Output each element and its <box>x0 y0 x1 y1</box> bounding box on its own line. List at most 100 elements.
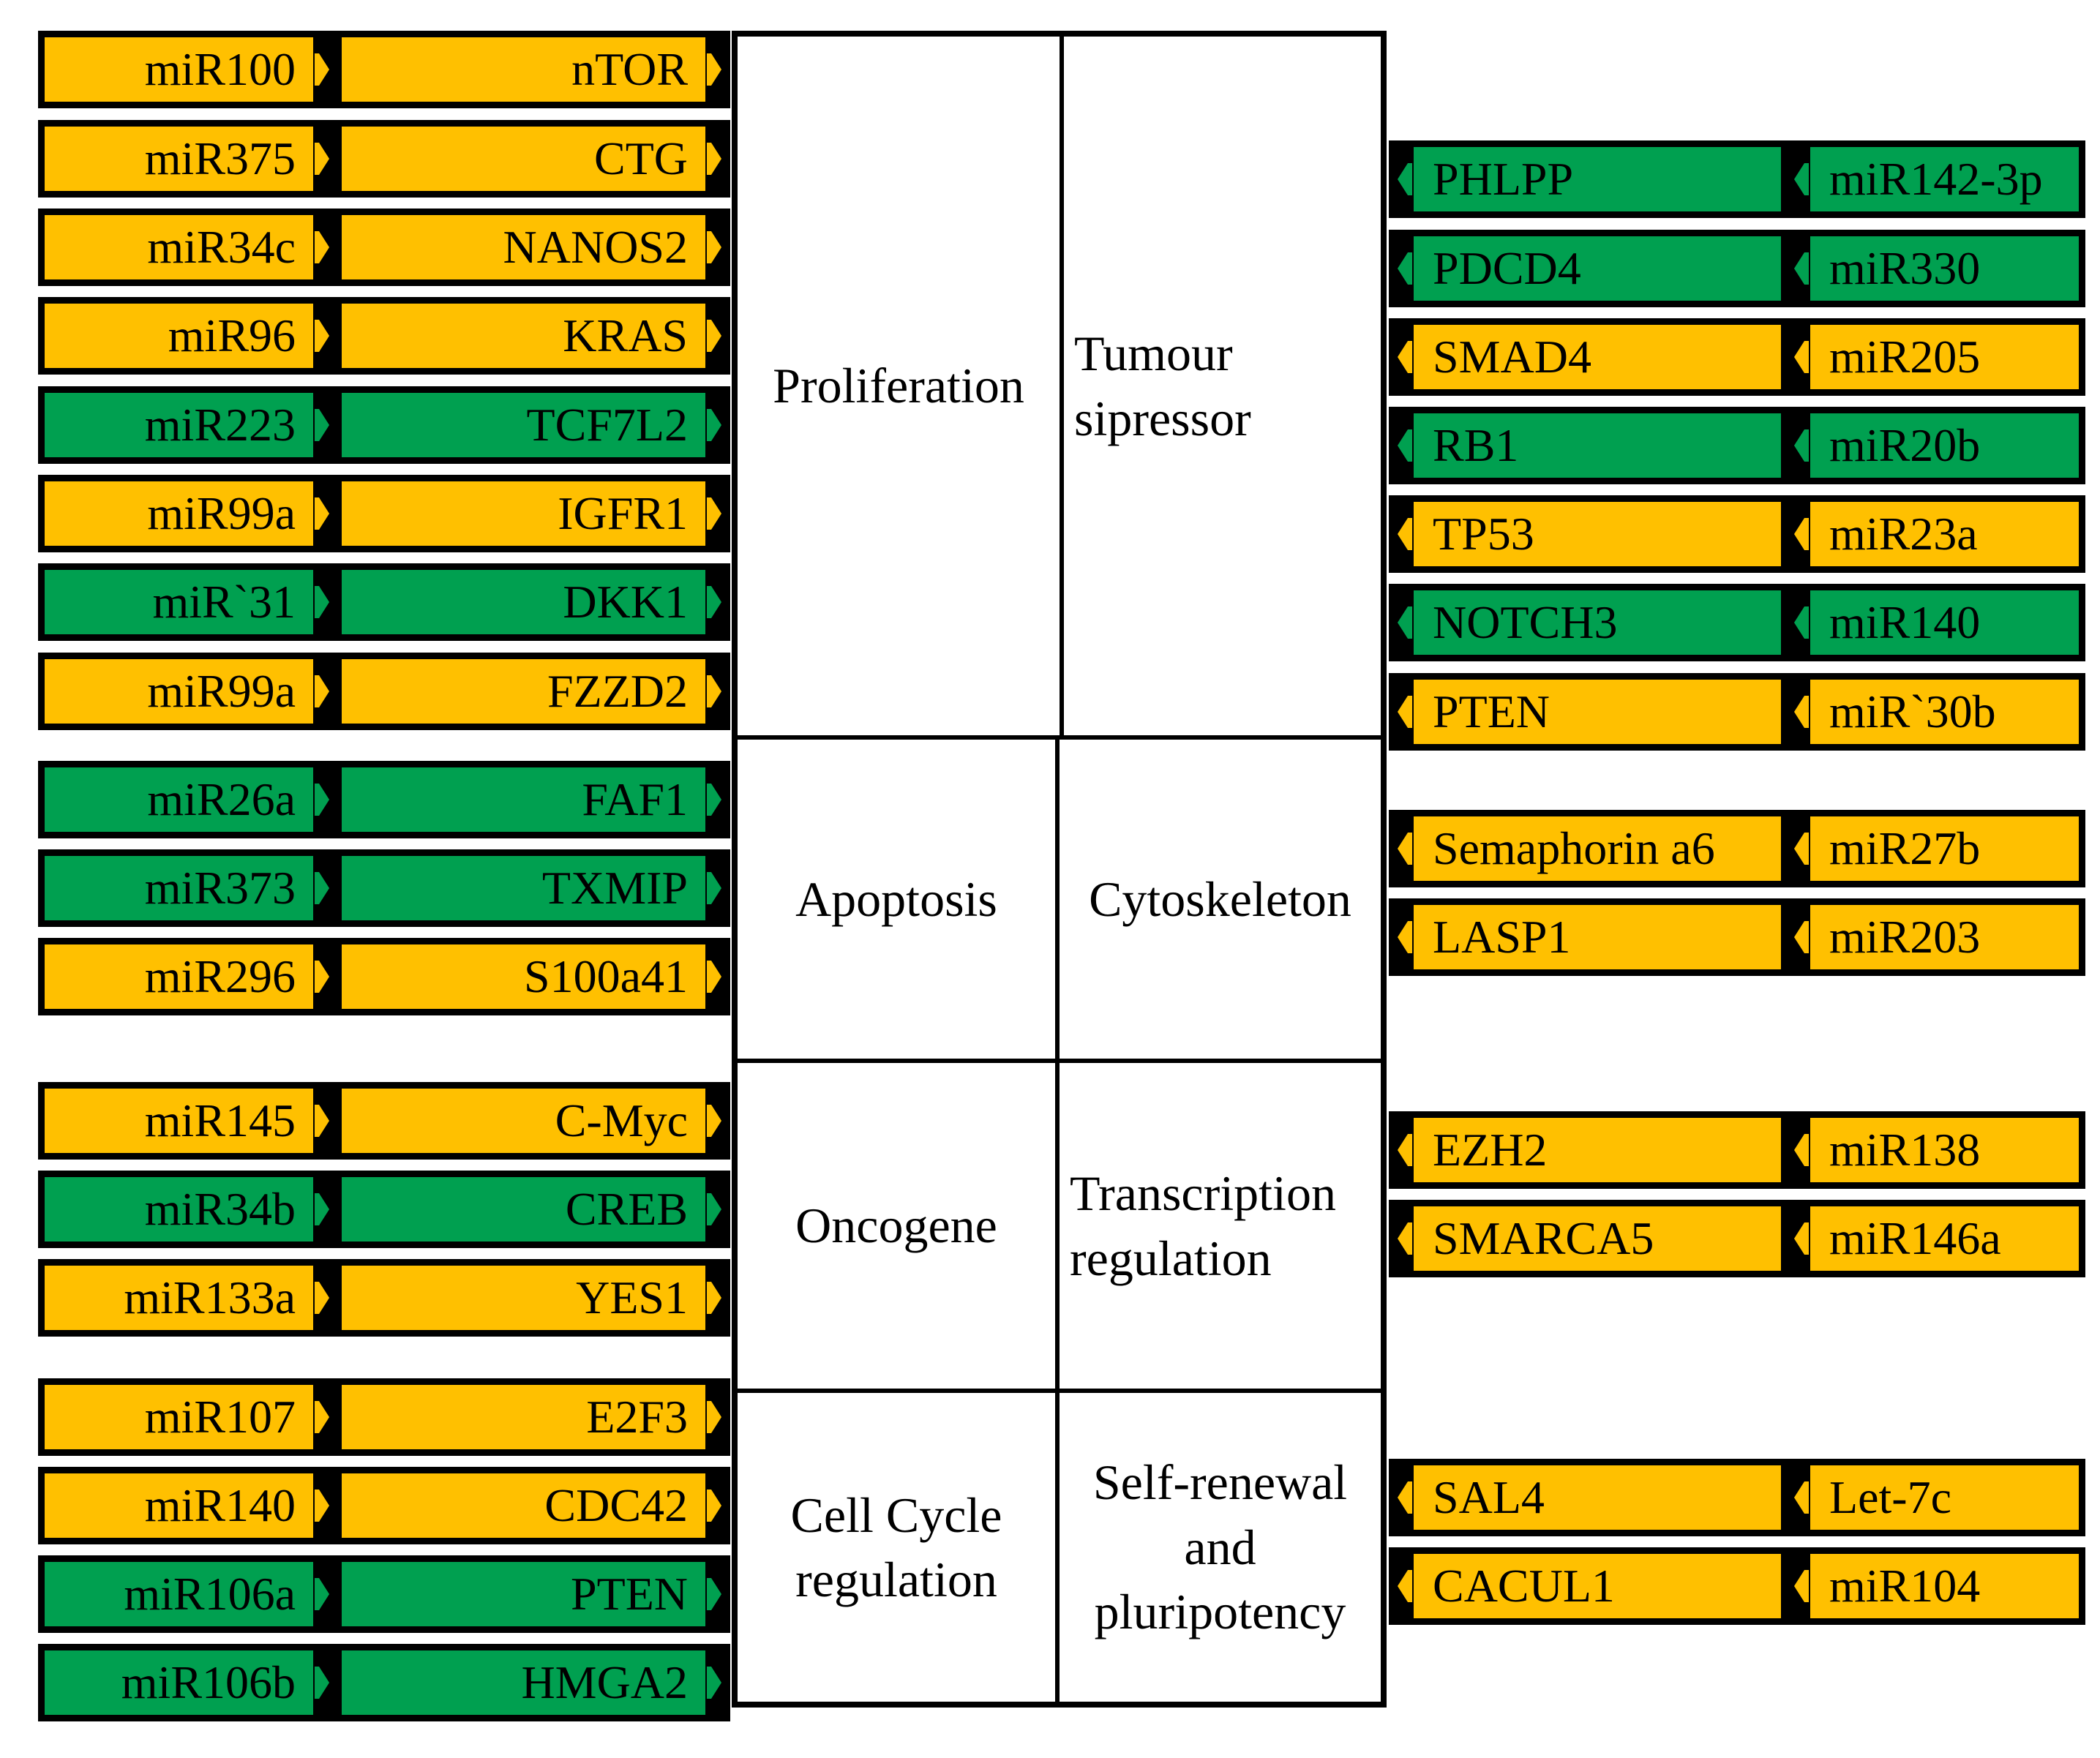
gene-tag-left-label: YES1 <box>576 1271 688 1323</box>
gene-tag-left-label: IGFR1 <box>558 487 688 539</box>
category-apoptosis: Apoptosis <box>795 871 997 927</box>
gene-tag-left: HMGA2 <box>335 1644 730 1721</box>
gene-tag-left-label: E2F3 <box>586 1391 688 1443</box>
gene-tag-right: EZH2 <box>1389 1111 1788 1189</box>
gene-tag-right: PDCD4 <box>1389 230 1788 307</box>
mirna-tag-left: miR106b <box>38 1644 338 1721</box>
mirna-tag-left-label: miR145 <box>144 1094 296 1146</box>
mirna-tag-right-label: miR`30b <box>1829 685 1996 737</box>
category-transcription-regulation: Transcription regulation <box>1070 1165 1336 1286</box>
mirna-tag-right-label: miR205 <box>1829 331 1981 383</box>
gene-tag-right: LASP1 <box>1389 898 1788 976</box>
mirna-tag-left-label: miR140 <box>144 1479 296 1531</box>
gene-tag-right: CACUL1 <box>1389 1547 1788 1625</box>
gene-tag-right-label: PTEN <box>1433 685 1550 737</box>
mirna-tag-right-label: miR23a <box>1829 508 1978 560</box>
gene-tag-left-label: FZZD2 <box>547 665 688 717</box>
mirna-tag-left: miR99a <box>38 475 338 552</box>
gene-tag-left: TCF7L2 <box>335 386 730 464</box>
mirna-tag-left: miR223 <box>38 386 338 464</box>
gene-tag-left-label: DKK1 <box>563 576 688 628</box>
mirna-tag-right-label: miR330 <box>1829 242 1981 294</box>
gene-tag-left: E2F3 <box>335 1378 730 1456</box>
grid-divider-2 <box>738 1059 1381 1063</box>
category-tumour-suppressor: Tumour sipressor <box>1074 326 1251 446</box>
gene-tag-left: NANOS2 <box>335 209 730 286</box>
gene-tag-left: CTG <box>335 120 730 198</box>
gene-tag-left-label: CREB <box>565 1183 688 1235</box>
mirna-tag-right-label: miR104 <box>1829 1560 1981 1612</box>
mirna-tag-right-label: miR138 <box>1829 1124 1981 1176</box>
mirna-tag-left: miR100 <box>38 31 338 108</box>
mirna-tag-left-label: miR34b <box>144 1183 296 1235</box>
mirna-tag-left: miR145 <box>38 1082 338 1160</box>
gene-tag-left-label: PTEN <box>571 1568 688 1620</box>
gene-tag-right: SMAD4 <box>1389 318 1788 396</box>
gene-tag-right-label: RB1 <box>1433 419 1519 471</box>
gene-tag-right: PHLPP <box>1389 140 1788 218</box>
gene-tag-right-label: LASP1 <box>1433 911 1571 963</box>
gene-tag-left: DKK1 <box>335 563 730 641</box>
gene-tag-right: Semaphorin a6 <box>1389 810 1788 887</box>
mirna-tag-left: miR140 <box>38 1467 338 1544</box>
mirna-tag-right: miR146a <box>1785 1200 2085 1277</box>
mirna-tag-left-label: miR223 <box>144 399 296 451</box>
gene-tag-right: PTEN <box>1389 673 1788 751</box>
mirna-tag-left: miR26a <box>38 761 338 838</box>
category-oncogene: Oncogene <box>795 1198 997 1254</box>
mirna-tag-right: miR138 <box>1785 1111 2085 1189</box>
mirna-tag-right: miR20b <box>1785 407 2085 484</box>
gene-tag-right-label: CACUL1 <box>1433 1560 1615 1612</box>
mirna-tag-left: miR375 <box>38 120 338 198</box>
category-proliferation: Proliferation <box>773 358 1024 414</box>
mirna-tag-left-label: miR133a <box>124 1271 296 1323</box>
gene-tag-left: PTEN <box>335 1555 730 1633</box>
category-cell-cycle-regulation: Cell Cycle regulation <box>790 1487 1002 1607</box>
mirna-tag-right: miR142-3p <box>1785 140 2085 218</box>
gene-tag-left: IGFR1 <box>335 475 730 552</box>
category-self-renewal-pluripotency: Self-renewal and pluripotency <box>1092 1454 1348 1640</box>
mirna-tag-left: miR373 <box>38 849 338 927</box>
mirna-tag-left-label: miR375 <box>144 132 296 184</box>
gene-tag-right: NOTCH3 <box>1389 584 1788 661</box>
grid-divider-vertical-top <box>1060 37 1064 739</box>
gene-tag-right-label: PHLPP <box>1433 153 1574 205</box>
gene-tag-right-label: Semaphorin a6 <box>1433 822 1715 874</box>
mirna-tag-left-label: miR26a <box>147 773 296 825</box>
mirna-tag-left-label: miR296 <box>144 950 296 1002</box>
gene-tag-right: SMARCA5 <box>1389 1200 1788 1277</box>
mirna-tag-right: miR`30b <box>1785 673 2085 751</box>
gene-tag-left-label: KRAS <box>563 309 688 361</box>
mirna-tag-left-label: miR96 <box>168 309 296 361</box>
mirna-tag-left: miR107 <box>38 1378 338 1456</box>
gene-tag-right-label: PDCD4 <box>1433 242 1581 294</box>
gene-tag-left-label: S100a41 <box>524 950 688 1002</box>
mirna-tag-left-label: miR373 <box>144 862 296 914</box>
category-cytoskeleton: Cytoskeleton <box>1089 871 1351 927</box>
mirna-tag-right-label: miR203 <box>1829 911 1981 963</box>
gene-tag-left: S100a41 <box>335 938 730 1015</box>
gene-tag-left-label: CDC42 <box>544 1479 688 1531</box>
mirna-tag-left: miR133a <box>38 1259 338 1337</box>
mirna-tag-right-label: miR146a <box>1829 1212 2001 1264</box>
mirna-tag-right: Let-7c <box>1785 1459 2085 1536</box>
mirna-tag-right: miR27b <box>1785 810 2085 887</box>
grid-divider-3 <box>738 1389 1381 1393</box>
gene-tag-left-label: HMGA2 <box>521 1656 688 1708</box>
mirna-tag-left: miR96 <box>38 297 338 375</box>
mirna-tag-right: miR23a <box>1785 495 2085 573</box>
gene-tag-right: SAL4 <box>1389 1459 1788 1536</box>
mirna-tag-right-label: Let-7c <box>1829 1471 1951 1523</box>
mirna-tag-left-label: miR106a <box>124 1568 296 1620</box>
mirna-tag-left-label: miR99a <box>147 665 296 717</box>
mirna-tag-left-label: miR`31 <box>152 576 296 628</box>
gene-tag-left-label: TXMIP <box>541 862 688 914</box>
gene-tag-left: C-Myc <box>335 1082 730 1160</box>
gene-tag-right-label: TP53 <box>1433 508 1534 560</box>
gene-tag-left: FAF1 <box>335 761 730 838</box>
gene-tag-right-label: SMARCA5 <box>1433 1212 1654 1264</box>
mirna-tag-right: miR203 <box>1785 898 2085 976</box>
mirna-tag-right-label: miR142-3p <box>1829 153 2043 205</box>
mirna-tag-left-label: miR99a <box>147 487 296 539</box>
mirna-tag-right: miR330 <box>1785 230 2085 307</box>
